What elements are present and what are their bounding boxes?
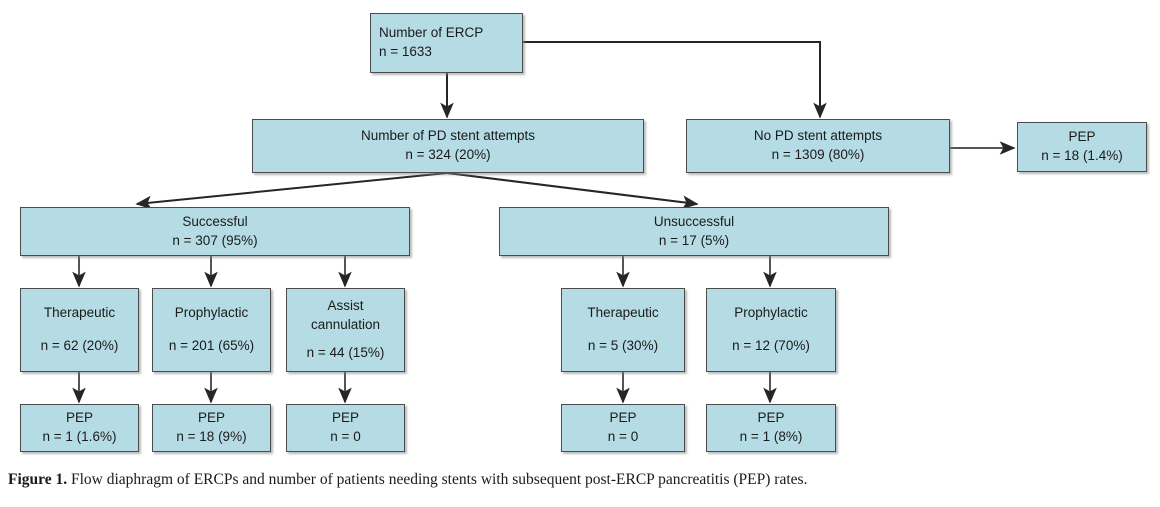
node-count: n = 1 (8%): [739, 429, 803, 444]
node-count: n = 5 (30%): [587, 338, 659, 353]
node-pep-unsuccessful-therapeutic[interactable]: PEP n = 0: [561, 404, 685, 452]
edge-ercp-to-no-pd-attempts: [523, 41, 827, 119]
node-title: PEP: [1068, 129, 1096, 145]
node-unsuccessful[interactable]: Unsuccessful n = 17 (5%): [499, 207, 889, 256]
node-count: n = 44 (15%): [306, 345, 385, 361]
node-count: n = 307 (95%): [172, 232, 258, 248]
node-title: Therapeutic: [587, 305, 659, 321]
edge-pd-attempts-to-successful: [135, 172, 448, 210]
node-count: n = 1 (1.6%): [42, 429, 117, 444]
node-pep-successful-therapeutic[interactable]: PEP n = 1 (1.6%): [20, 404, 139, 452]
node-count: n = 1309 (80%): [771, 147, 865, 162]
node-count: n = 12 (70%): [732, 338, 810, 353]
node-count: n = 18 (9%): [176, 429, 247, 444]
node-count: n = 0: [607, 429, 639, 444]
node-title: PEP: [757, 410, 785, 426]
node-title: Unsuccessful: [653, 213, 735, 229]
node-title: Number of ERCP: [379, 25, 484, 41]
node-title: No PD stent attempts: [753, 128, 883, 144]
node-number-of-ercp[interactable]: Number of ERCP n = 1633: [370, 13, 523, 73]
flow-diagram: Number of ERCP n = 1633 Number of PD ste…: [20, 13, 1147, 452]
node-title: Number of PD stent attempts: [360, 128, 536, 144]
node-pep-successful-prophylactic[interactable]: PEP n = 18 (9%): [152, 404, 271, 452]
node-count: n = 17 (5%): [658, 232, 730, 248]
node-title: Therapeutic: [43, 305, 116, 321]
node-title: PEP: [331, 410, 359, 426]
node-successful-prophylactic[interactable]: Prophylactic n = 201 (65%): [152, 288, 271, 372]
node-count: n = 324 (20%): [405, 147, 491, 162]
node-title: Prophylactic: [174, 305, 249, 321]
node-title: PEP: [197, 410, 225, 426]
node-title: Prophylactic: [734, 305, 808, 321]
node-successful-therapeutic[interactable]: Therapeutic n = 62 (20%): [20, 288, 139, 372]
node-count: n = 18 (1.4%): [1041, 148, 1123, 163]
node-unsuccessful-therapeutic[interactable]: Therapeutic n = 5 (30%): [561, 288, 685, 372]
node-successful-assist-cannulation[interactable]: Assist cannulation n = 44 (15%): [286, 288, 405, 372]
node-title: Assist cannulation: [310, 298, 381, 332]
node-unsuccessful-prophylactic[interactable]: Prophylactic n = 12 (70%): [706, 288, 836, 372]
figure-caption-label: Figure 1.: [8, 471, 68, 488]
node-title: Successful: [182, 213, 248, 229]
node-count: n = 62 (20%): [40, 338, 119, 353]
node-successful[interactable]: Successful n = 307 (95%): [20, 207, 410, 256]
node-number-of-pd-stent-attempts[interactable]: Number of PD stent attempts n = 324 (20%…: [252, 119, 644, 173]
node-pep-successful-assist[interactable]: PEP n = 0: [286, 404, 405, 452]
node-title: PEP: [609, 410, 637, 426]
node-count: n = 1633: [379, 44, 432, 59]
node-no-pd-stent-attempts[interactable]: No PD stent attempts n = 1309 (80%): [686, 119, 950, 173]
node-count: n = 0: [330, 429, 361, 444]
figure-caption: Figure 1. Flow diaphragm of ERCPs and nu…: [8, 470, 1152, 489]
node-pep-unsuccessful-prophylactic[interactable]: PEP n = 1 (8%): [706, 404, 836, 452]
node-title: PEP: [65, 410, 93, 426]
figure-caption-text: Flow diaphragm of ERCPs and number of pa…: [67, 471, 808, 488]
edge-pd-attempts-to-unsuccessful: [446, 172, 699, 209]
node-pep-no-pd-stent[interactable]: PEP n = 18 (1.4%): [1017, 122, 1147, 172]
node-count: n = 201 (65%): [168, 338, 255, 353]
